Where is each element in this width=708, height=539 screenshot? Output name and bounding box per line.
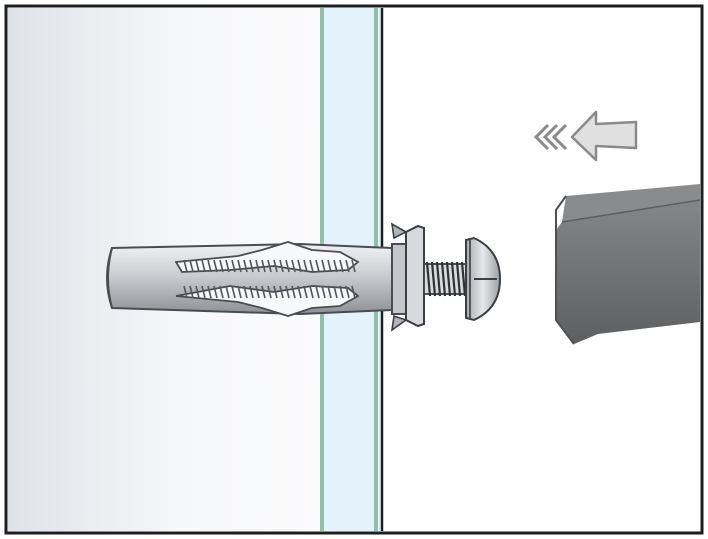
thread-tick: [243, 285, 248, 299]
hammer-head: [555, 184, 701, 345]
thread-tick: [195, 285, 200, 299]
chevron-1-icon: [533, 123, 550, 151]
thread-tick: [460, 261, 467, 297]
thread-tick: [195, 259, 200, 273]
screw-thread-outer: [425, 261, 467, 297]
thread-tick: [445, 261, 452, 297]
anchor-flange: [405, 224, 425, 328]
thread-tick: [430, 261, 437, 297]
thread-tick: [261, 259, 266, 273]
thread-tick: [207, 259, 212, 273]
thread-tick: [207, 285, 212, 299]
arrow-left-icon: [570, 110, 638, 162]
thread-tick: [249, 285, 254, 299]
thread-tick: [440, 261, 447, 297]
chevron-3-icon: [551, 123, 568, 151]
thread-tick: [183, 259, 188, 273]
thread-tick: [303, 285, 308, 299]
thread-tick: [333, 285, 338, 299]
thread-tick: [249, 259, 254, 273]
thread-tick: [327, 285, 332, 299]
thread-tick: [345, 285, 350, 299]
thread-tick: [351, 285, 356, 299]
thread-tick: [267, 285, 272, 299]
thread-tick: [261, 285, 266, 299]
chevron-2-icon: [542, 123, 559, 151]
thread-tick: [255, 259, 260, 273]
screw-thread-inner-lower: [183, 285, 356, 299]
thread-tick: [237, 259, 242, 273]
anchor-nose: [106, 247, 113, 309]
thread-tick: [291, 285, 296, 299]
thread-tick: [351, 259, 356, 273]
thread-tick: [201, 259, 206, 273]
anchor-collar: [391, 243, 407, 315]
thread-tick: [309, 259, 314, 273]
hammer-top-face: [562, 184, 700, 222]
thread-tick: [183, 285, 188, 299]
thread-tick: [315, 259, 320, 273]
thread-tick: [219, 259, 224, 273]
thread-tick: [339, 259, 344, 273]
thread-tick: [213, 285, 218, 299]
direction-arrow: [533, 110, 638, 162]
thread-tick: [255, 285, 260, 299]
thread-tick: [297, 259, 302, 273]
thread-tick: [339, 285, 344, 299]
thread-tick: [315, 285, 320, 299]
thread-tick: [285, 259, 290, 273]
thread-tick: [303, 259, 308, 273]
thread-tick: [297, 285, 302, 299]
hammer-striking-face: [555, 195, 575, 345]
anchor-tooth-bottom: [390, 314, 408, 332]
diagram-frame: [4, 4, 704, 535]
thread-tick: [201, 285, 206, 299]
thread-tick: [327, 259, 332, 273]
thread-tick: [285, 285, 290, 299]
machine-screw: [423, 236, 502, 322]
thread-tick: [425, 261, 432, 297]
thread-tick: [231, 259, 236, 273]
thread-tick: [279, 259, 284, 273]
thread-tick: [455, 261, 462, 297]
thread-tick: [225, 285, 230, 299]
thread-tick: [225, 259, 230, 273]
thread-tick: [237, 285, 242, 299]
thread-tick: [309, 285, 314, 299]
thread-tick: [213, 259, 218, 273]
screw-thread-inner-upper: [183, 259, 356, 273]
thread-tick: [321, 285, 326, 299]
thread-tick: [345, 259, 350, 273]
thread-tick: [189, 259, 194, 273]
thread-tick: [435, 261, 442, 297]
thread-tick: [273, 285, 278, 299]
thread-tick: [267, 259, 272, 273]
thread-tick: [450, 261, 457, 297]
thread-tick: [219, 285, 224, 299]
hammer-edge: [561, 199, 701, 223]
thread-tick: [291, 259, 296, 273]
thread-tick: [333, 259, 338, 273]
anchor-tooth-top: [390, 222, 408, 240]
thread-tick: [243, 259, 248, 273]
hammer-body: [556, 200, 700, 344]
thread-tick: [321, 259, 326, 273]
thread-tick: [273, 259, 278, 273]
thread-tick: [231, 285, 236, 299]
thread-tick: [189, 285, 194, 299]
thread-tick: [279, 285, 284, 299]
